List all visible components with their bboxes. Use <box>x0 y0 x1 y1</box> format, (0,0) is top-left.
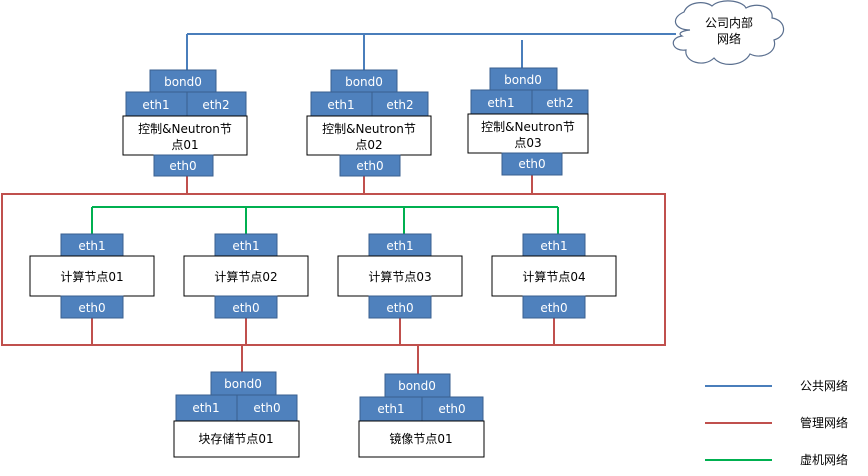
control-node-01: bond0 eth1 eth2 控制&Neutron节 点01 eth0 <box>122 69 248 177</box>
node-label: 块存储节点01 <box>198 431 273 446</box>
node-label-line2: 点03 <box>514 136 541 150</box>
compute-node-02: eth1 计算节点02 eth0 <box>183 233 309 319</box>
control-node-03: bond0 eth1 eth2 控制&Neutron节 点03 eth0 <box>467 67 589 176</box>
public-network-lines <box>186 33 676 70</box>
eth0-port <box>214 295 278 319</box>
node-label-line1: 控制&Neutron节 <box>138 122 232 136</box>
node-box <box>173 420 300 458</box>
eth0-label: eth0 <box>232 301 259 315</box>
eth2-port <box>371 91 429 117</box>
compute-node-03: eth1 计算节点03 eth0 <box>337 233 463 319</box>
bond0-label: bond0 <box>345 75 383 89</box>
eth0-label: eth0 <box>540 301 567 315</box>
compute-node-01: eth1 计算节点01 eth0 <box>29 233 155 319</box>
eth1-label: eth1 <box>78 239 105 253</box>
node-label: 镜像节点01 <box>389 431 452 446</box>
management-network-lines <box>1 175 666 374</box>
image-node-01: bond0 eth1 eth0 镜像节点01 <box>358 373 485 458</box>
eth2-label: eth2 <box>546 96 573 110</box>
compute-node-04: eth1 计算节点04 eth0 <box>491 233 617 319</box>
eth1-label: eth1 <box>327 98 354 112</box>
eth0-label: eth0 <box>386 301 413 315</box>
node-box <box>306 115 432 156</box>
eth0-label: eth0 <box>78 301 105 315</box>
node-box <box>29 255 155 297</box>
eth2-label: eth2 <box>386 98 413 112</box>
legend-label-vm: 虚机网络 <box>800 452 848 467</box>
eth0-port <box>501 152 563 176</box>
eth0-label: eth0 <box>356 159 383 173</box>
eth0-port <box>339 154 401 177</box>
node-label-line1: 控制&Neutron节 <box>322 122 416 136</box>
eth1-port <box>470 89 533 115</box>
node-label: 计算节点01 <box>60 269 123 284</box>
eth0-label: eth0 <box>169 159 196 173</box>
node-box <box>183 255 309 297</box>
cloud-label-line2: 网络 <box>717 31 741 46</box>
vm-network-lines <box>91 206 559 234</box>
eth1-port <box>125 91 188 117</box>
legend-label-public: 公共网络 <box>800 378 848 393</box>
eth1-label: eth1 <box>386 239 413 253</box>
block-storage-node-01: bond0 eth1 eth0 块存储节点01 <box>173 371 300 458</box>
legend: 公共网络 管理网络 虚机网络 <box>705 378 848 467</box>
bond0-label: bond0 <box>504 73 542 87</box>
control-node-02: bond0 eth1 eth2 控制&Neutron节 点02 eth0 <box>306 69 432 177</box>
eth1-label: eth1 <box>487 96 514 110</box>
eth2-label: eth2 <box>202 98 229 112</box>
eth0-port <box>522 295 586 319</box>
node-label-line1: 控制&Neutron节 <box>481 120 575 134</box>
node-label: 计算节点03 <box>368 269 431 284</box>
node-box <box>358 420 485 458</box>
node-box <box>467 113 589 154</box>
bond0-label: bond0 <box>224 377 262 391</box>
eth0-label: eth0 <box>518 157 545 171</box>
eth1-label: eth1 <box>232 239 259 253</box>
eth0-label: eth0 <box>253 401 280 415</box>
node-label-line2: 点01 <box>171 138 198 152</box>
eth1-label: eth1 <box>142 98 169 112</box>
eth0-port <box>153 154 214 177</box>
cloud-shape: 公司内部 网络 <box>672 0 785 65</box>
eth0-port <box>368 295 432 319</box>
cloud-label-line1: 公司内部 <box>705 15 753 30</box>
cloud-outline <box>672 0 785 65</box>
node-label-line2: 点02 <box>355 138 382 152</box>
bond0-label: bond0 <box>164 75 202 89</box>
eth1-label: eth1 <box>540 239 567 253</box>
legend-label-mgmt: 管理网络 <box>800 415 848 430</box>
node-label: 计算节点02 <box>214 269 277 284</box>
eth0-port <box>60 295 124 319</box>
eth0-label: eth0 <box>438 402 465 416</box>
node-label: 计算节点04 <box>522 269 585 284</box>
management-loop <box>1 193 666 346</box>
eth1-label: eth1 <box>192 401 219 415</box>
eth0-port <box>236 394 298 422</box>
eth1-label: eth1 <box>377 402 404 416</box>
node-box <box>337 255 463 297</box>
eth2-port <box>531 89 589 115</box>
node-box <box>491 255 617 297</box>
bond0-label: bond0 <box>398 379 436 393</box>
